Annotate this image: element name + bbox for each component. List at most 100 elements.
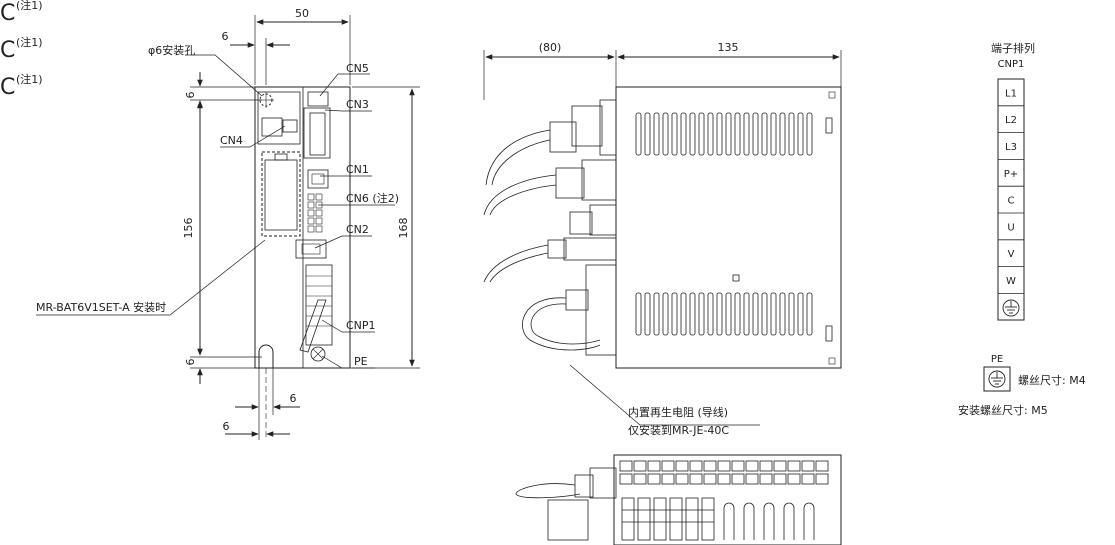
top-margin-label: 6 — [184, 92, 197, 99]
bottom-dim-b-label: 6 — [223, 420, 230, 433]
side-conn-2 — [581, 159, 617, 201]
terminal-frame — [997, 78, 1025, 321]
note-c-1: C — [0, 1, 15, 26]
cn4-label: CN4 — [220, 134, 243, 147]
note-suffix-2: (注1) — [16, 35, 43, 49]
terminal-label-u: U — [1007, 222, 1014, 233]
note-c-3: C — [0, 75, 15, 100]
terminal-ground-icon — [1002, 299, 1020, 317]
battery-tab — [274, 153, 288, 161]
cn3-label: CN3 — [346, 98, 369, 111]
side-clip-lower — [825, 325, 833, 342]
terminal-label-l3: L3 — [1005, 142, 1017, 153]
side-view-labels: (80) 135 内置再生电阻 (导线) 仅安装到MR-JE-40C — [539, 41, 739, 437]
battery-label: MR-BAT6V1SET-A 安装时 — [36, 300, 166, 314]
cn4-latch — [282, 119, 298, 133]
mount-screw-note: 安装螺丝尺寸: M5 — [958, 403, 1048, 417]
battery-outline — [261, 151, 301, 237]
terminal-label-w: W — [1006, 276, 1016, 287]
side-view — [483, 50, 842, 426]
terminal-label-pplus: P+ — [1004, 169, 1018, 180]
side-conn-1 — [599, 99, 617, 156]
cn2-port — [295, 239, 327, 259]
cn4-port — [261, 117, 283, 137]
side-conn-3 — [589, 204, 617, 236]
terminal-label-v: V — [1008, 249, 1015, 260]
note-c-2: C — [0, 38, 15, 63]
height-dim-label: 168 — [397, 218, 410, 239]
cn1-label: CN1 — [346, 163, 369, 176]
side-conn-4 — [563, 237, 617, 261]
battery-body — [264, 159, 298, 231]
front-body — [254, 86, 351, 369]
bottom-slot — [258, 344, 274, 368]
cnp1-block — [305, 264, 333, 346]
cable-2 — [483, 174, 557, 216]
bottom-fins — [621, 497, 815, 541]
terminal-label-c: C — [1008, 196, 1015, 207]
pitch-dim-label: 156 — [182, 218, 195, 239]
side-vents-lower — [635, 292, 813, 336]
pe-screw — [310, 346, 326, 362]
pe-ground-icon — [988, 370, 1006, 388]
cn3-frame — [303, 107, 331, 159]
bottom-wire — [515, 483, 581, 499]
resistor-leader — [569, 364, 760, 426]
terminal-label-l2: L2 — [1005, 115, 1017, 126]
screw-note: 螺丝尺寸: M4 — [1018, 373, 1086, 387]
cn3-leader — [324, 109, 372, 112]
bottom-margin-label: 6 — [184, 359, 197, 366]
cn5-port — [307, 91, 329, 107]
pe-leader — [321, 355, 375, 369]
cn6-pins — [307, 193, 323, 233]
hole-label: φ6安装孔 — [148, 43, 195, 57]
note-suffix-1: (注1) — [16, 0, 43, 12]
cn6-label: CN6 (注2) — [346, 191, 399, 205]
front-view-labels: 50 6 φ6安装孔 6 156 6 168 6 6 CN5 CN3 CN4 C… — [36, 7, 410, 433]
cable-1 — [485, 129, 551, 186]
depth-dim-label: 135 — [718, 41, 739, 54]
bottom-dim-a-label: 6 — [290, 392, 297, 405]
note-suffix-3: (注1) — [16, 72, 43, 86]
terminal-title: 端子排列 — [991, 41, 1035, 55]
hole-dim-label: 6 — [222, 30, 229, 43]
cn1-port — [307, 169, 329, 189]
cnp1-label: CNP1 — [346, 319, 376, 332]
pe-terminal-box — [983, 366, 1011, 392]
battery-leader — [36, 239, 266, 316]
cn4-leader — [220, 125, 286, 148]
cable-dim-label: (80) — [539, 41, 562, 54]
bottom-body — [613, 454, 842, 545]
cn2-leader — [314, 235, 372, 249]
cn3-port — [309, 112, 326, 156]
upper-cover — [257, 91, 301, 145]
bottom-view — [515, 454, 842, 545]
resistor-note-2: 仅安装到MR-JE-40C — [628, 423, 729, 437]
side-clip-upper — [825, 117, 833, 134]
cn5-label: CN5 — [346, 62, 369, 75]
resistor-note-1: 内置再生电阻 (导线) — [628, 405, 728, 419]
pe-label: PE — [354, 355, 368, 368]
left-notes: C (注1) C (注1) C (注1) — [0, 0, 43, 100]
pe-terminal-label: PE — [991, 354, 1003, 365]
hole-leader — [185, 54, 263, 97]
cn1-inner — [311, 173, 325, 185]
terminal-label-l1: L1 — [1005, 88, 1017, 99]
cnp1-leader — [321, 319, 375, 333]
cn2-label: CN2 — [346, 223, 369, 236]
bottom-cable-box — [547, 499, 589, 541]
front-view — [36, 15, 420, 440]
side-mark — [732, 274, 740, 282]
side-terminal — [585, 264, 617, 356]
width-dim-label: 50 — [295, 7, 309, 20]
side-vents-upper — [635, 112, 813, 156]
cn5-leader — [319, 73, 370, 97]
resistor-wire — [522, 297, 601, 351]
cnp1-lever — [299, 299, 327, 353]
bottom-grid-top — [619, 460, 829, 485]
terminal-connector: CNP1 — [998, 59, 1025, 70]
cable-3 — [483, 244, 549, 283]
